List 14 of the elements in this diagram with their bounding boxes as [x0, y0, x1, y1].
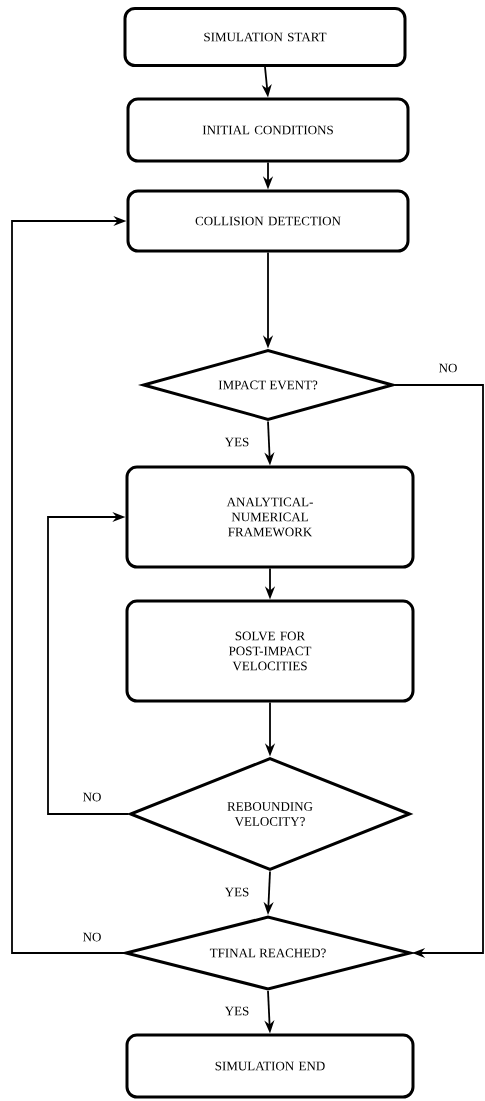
process-box: INITIAL CONDITIONS	[126, 97, 410, 163]
flow-arrow	[393, 384, 484, 959]
edge-label: YES	[223, 1005, 251, 1017]
process-box: SIMULATION START	[123, 7, 407, 67]
edge-label: YES	[223, 886, 251, 898]
edge-label: YES	[223, 436, 251, 448]
process-box: SIMULATION END	[125, 1033, 415, 1099]
process-box: COLLISION DETECTION	[126, 189, 410, 253]
process-box: ANALYTICAL-NUMERICAL FRAMEWORK	[125, 465, 415, 569]
edge-label: NO	[81, 931, 103, 943]
process-box: SOLVE FOR POST-IMPACT VELOCITIES	[125, 599, 415, 703]
flow-arrow	[47, 511, 130, 815]
edge-label: NO	[81, 791, 103, 803]
edge-label: NO	[437, 362, 459, 374]
